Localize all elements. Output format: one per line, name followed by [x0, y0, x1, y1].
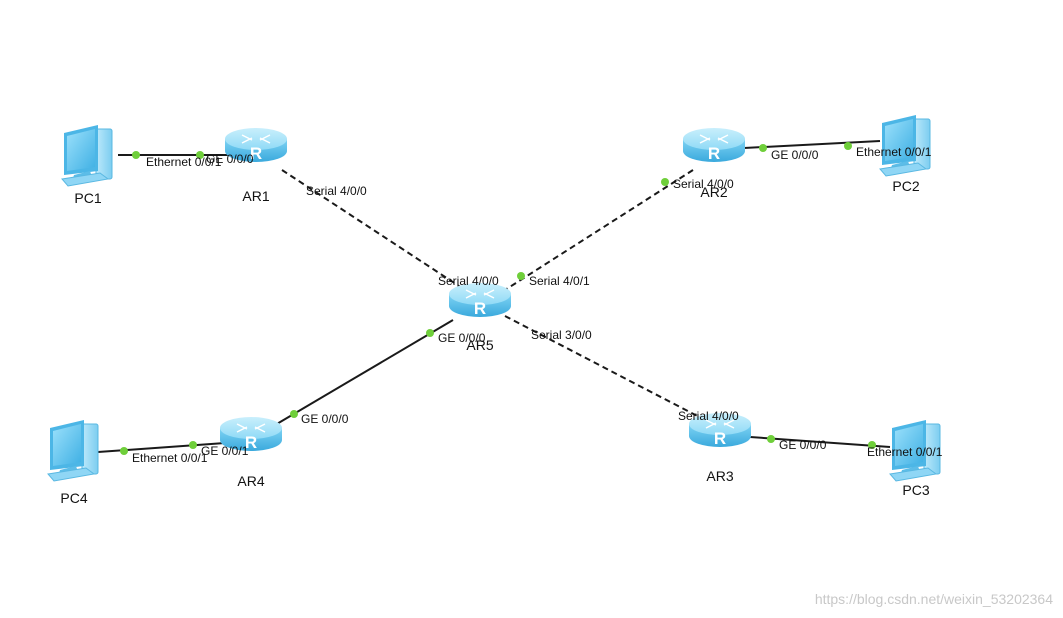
device-pc3[interactable]: PC3: [889, 419, 941, 498]
device-label-ar4: AR4: [237, 473, 264, 489]
port-label-ar2-ge: GE 0/0/0: [771, 148, 819, 162]
device-pc4[interactable]: PC4: [47, 419, 99, 506]
port-label-ar5-s300: Serial 3/0/0: [531, 328, 592, 342]
port-label-pc2-eth: Ethernet 0/0/1: [856, 145, 932, 159]
link-ar5-ar4[interactable]: [269, 319, 454, 429]
port-label-ar3-serial: Serial 4/0/0: [678, 409, 739, 423]
port-label-pc3-eth: Ethernet 0/0/1: [867, 445, 943, 459]
device-pc2[interactable]: PC2: [879, 114, 931, 194]
port-dot-ar2-ge[interactable]: [759, 144, 767, 152]
port-labels-layer: Ethernet 0/0/1 GE 0/0/0 Serial 4/0/0 Ser…: [132, 145, 943, 465]
port-label-pc4-eth: Ethernet 0/0/1: [132, 451, 208, 465]
port-label-ar4-ge001: GE 0/0/1: [201, 444, 249, 458]
device-label-pc4: PC4: [60, 490, 87, 506]
device-label-pc2: PC2: [892, 178, 919, 194]
port-dot-ar5-s401[interactable]: [517, 272, 525, 280]
port-dot-ar4-ge001[interactable]: [189, 441, 197, 449]
device-label-pc1: PC1: [74, 190, 101, 206]
port-dot-pc4[interactable]: [120, 447, 128, 455]
port-dot-ar1-ge[interactable]: [196, 151, 204, 159]
device-ar1[interactable]: AR1: [224, 127, 288, 204]
watermark-text: https://blog.csdn.net/weixin_53202364: [815, 591, 1053, 607]
port-dot-pc3[interactable]: [868, 441, 876, 449]
port-label-ar1-ge: GE 0/0/0: [206, 152, 254, 166]
port-label-ar5-ge: GE 0/0/0: [438, 331, 486, 345]
device-pc1[interactable]: PC1: [61, 124, 113, 206]
pc-icon: [61, 124, 113, 187]
port-dot-ar4-ge000[interactable]: [290, 410, 298, 418]
link-ar5-ar3[interactable]: [504, 315, 706, 421]
port-dot-ar5-ge[interactable]: [426, 329, 434, 337]
port-label-ar2-serial: Serial 4/0/0: [673, 177, 734, 191]
router-icon: [682, 127, 746, 164]
link-ar2-ar5[interactable]: [504, 169, 694, 291]
router-icon: [448, 282, 512, 319]
port-dot-ar3-ge[interactable]: [767, 435, 775, 443]
device-ar4[interactable]: AR4: [219, 416, 283, 489]
device-label-pc3: PC3: [902, 482, 929, 498]
port-label-ar1-serial: Serial 4/0/0: [306, 184, 367, 198]
link-ar4-pc4[interactable]: [97, 442, 226, 453]
link-ar1-ar5[interactable]: [281, 169, 466, 291]
device-ar2[interactable]: AR2: [682, 127, 746, 200]
device-label-ar1: AR1: [242, 188, 269, 204]
port-label-ar4-ge000: GE 0/0/0: [301, 412, 349, 426]
port-label-ar5-s401: Serial 4/0/1: [529, 274, 590, 288]
device-ar5[interactable]: AR5: [448, 282, 512, 353]
port-dots-layer: [120, 142, 876, 455]
port-dot-pc2[interactable]: [844, 142, 852, 150]
device-ar3[interactable]: AR3: [688, 412, 752, 484]
port-label-pc1-eth: Ethernet 0/0/1: [146, 155, 222, 169]
device-label-ar2: AR2: [700, 184, 727, 200]
port-label-ar5-s400: Serial 4/0/0: [438, 274, 499, 288]
device-label-ar5: AR5: [466, 337, 493, 353]
port-dot-pc1[interactable]: [132, 151, 140, 159]
device-label-ar3: AR3: [706, 468, 733, 484]
port-dot-ar2-serial[interactable]: [661, 178, 669, 186]
port-label-ar3-ge: GE 0/0/0: [779, 438, 827, 452]
pc-icon: [47, 419, 99, 482]
